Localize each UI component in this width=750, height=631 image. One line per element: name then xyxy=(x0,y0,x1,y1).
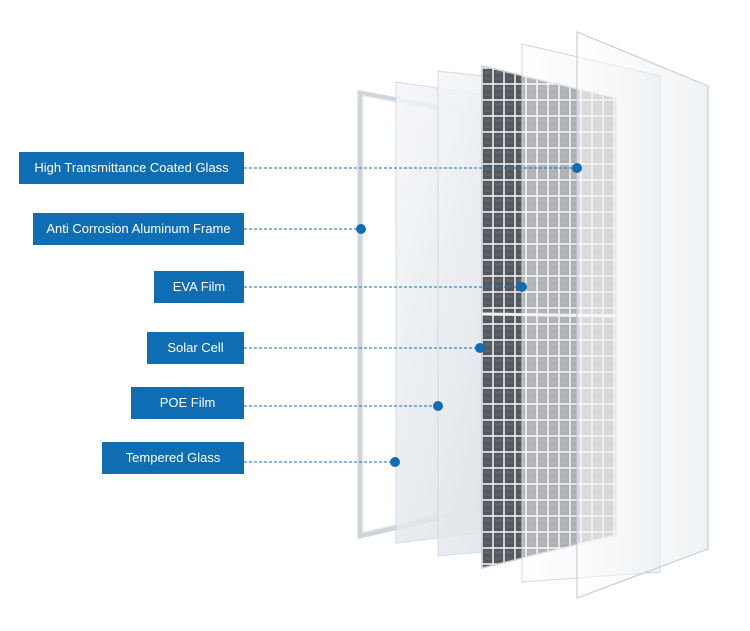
label-poe-film: POE Film xyxy=(131,387,244,419)
labels-layer xyxy=(244,163,582,467)
label-high-transmittance-coated-glass: High Transmittance Coated Glass xyxy=(19,152,244,184)
leader-dot-solar-cell xyxy=(475,343,485,353)
leader-dot-front-glass xyxy=(572,163,582,173)
label-solar-cell: Solar Cell xyxy=(147,332,244,364)
leader-dot-poe-film xyxy=(433,401,443,411)
front-glass-sheet xyxy=(576,31,709,599)
leader-dot-eva-film xyxy=(517,282,527,292)
label-eva-film: EVA Film xyxy=(154,271,244,303)
label-anti-corrosion-aluminum-frame: Anti Corrosion Aluminum Frame xyxy=(33,213,244,245)
leader-dot-tempered-glass xyxy=(390,457,400,467)
leader-dot-frame xyxy=(356,224,366,234)
label-tempered-glass: Tempered Glass xyxy=(102,442,244,474)
